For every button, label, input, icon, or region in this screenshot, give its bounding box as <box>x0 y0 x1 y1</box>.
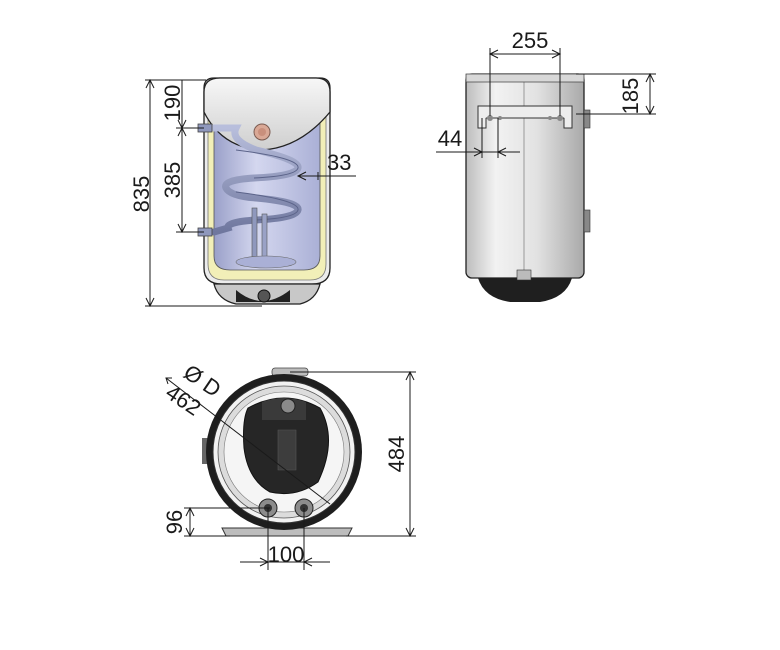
rear-bottom-cover <box>478 278 572 302</box>
rear-dimension-lines <box>436 48 656 158</box>
dim-coil-spacing: 385 <box>160 162 185 199</box>
dim-bracket-height: 185 <box>618 78 643 115</box>
bottom-view: Ø D 462 484 96 100 <box>161 359 416 570</box>
inner-tank <box>213 113 321 271</box>
rear-shell <box>465 73 585 279</box>
dim-pipe-spacing: 100 <box>268 542 305 567</box>
dim-total-height: 835 <box>129 176 154 213</box>
dim-insulation: 33 <box>327 150 351 175</box>
dim-bracket-width: 255 <box>512 28 549 53</box>
rear-view: 255 185 44 <box>436 28 656 302</box>
dim-depth: 484 <box>384 436 409 473</box>
front-dimension-lines <box>145 78 356 308</box>
dim-hook-spacing: 44 <box>438 126 462 151</box>
dim-pipe-height: 96 <box>162 510 187 534</box>
front-section-view: 835 190 385 33 <box>129 77 356 308</box>
dim-top-offset: 190 <box>160 85 185 122</box>
bottom-dimension-lines <box>165 370 416 570</box>
